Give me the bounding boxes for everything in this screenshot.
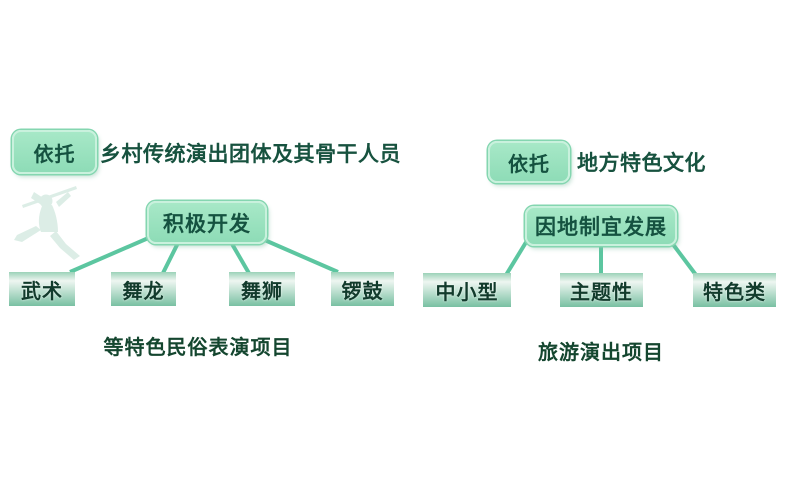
- left-heading: 乡村传统演出团体及其骨干人员: [100, 143, 401, 166]
- left-badge: 依托: [12, 130, 97, 174]
- left-root-box: 积极开发: [147, 201, 267, 244]
- leaf-box-wulong: 舞龙: [111, 272, 176, 306]
- leaf-box-zhongxiaoxing: 中小型: [423, 273, 511, 307]
- leaf-box-zhutixing: 主题性: [560, 273, 643, 307]
- right-caption: 旅游演出项目: [538, 342, 664, 364]
- connector-line: [69, 234, 154, 274]
- right-badge: 依托: [488, 141, 570, 183]
- martial-artist-silhouette-icon: [14, 186, 80, 260]
- leaf-box-teselei: 特色类: [693, 273, 776, 307]
- connector-line: [504, 237, 530, 277]
- right-heading: 地方特色文化: [577, 152, 706, 175]
- leaf-box-wushu: 武术: [9, 272, 75, 306]
- leaf-box-wushi: 舞狮: [229, 272, 295, 306]
- left-caption: 等特色民俗表演项目: [103, 337, 293, 359]
- right-root-box: 因地制宜发展: [525, 206, 677, 246]
- connector-line: [667, 237, 698, 277]
- connector-line: [259, 236, 339, 274]
- leaf-box-luogu: 锣鼓: [331, 272, 394, 306]
